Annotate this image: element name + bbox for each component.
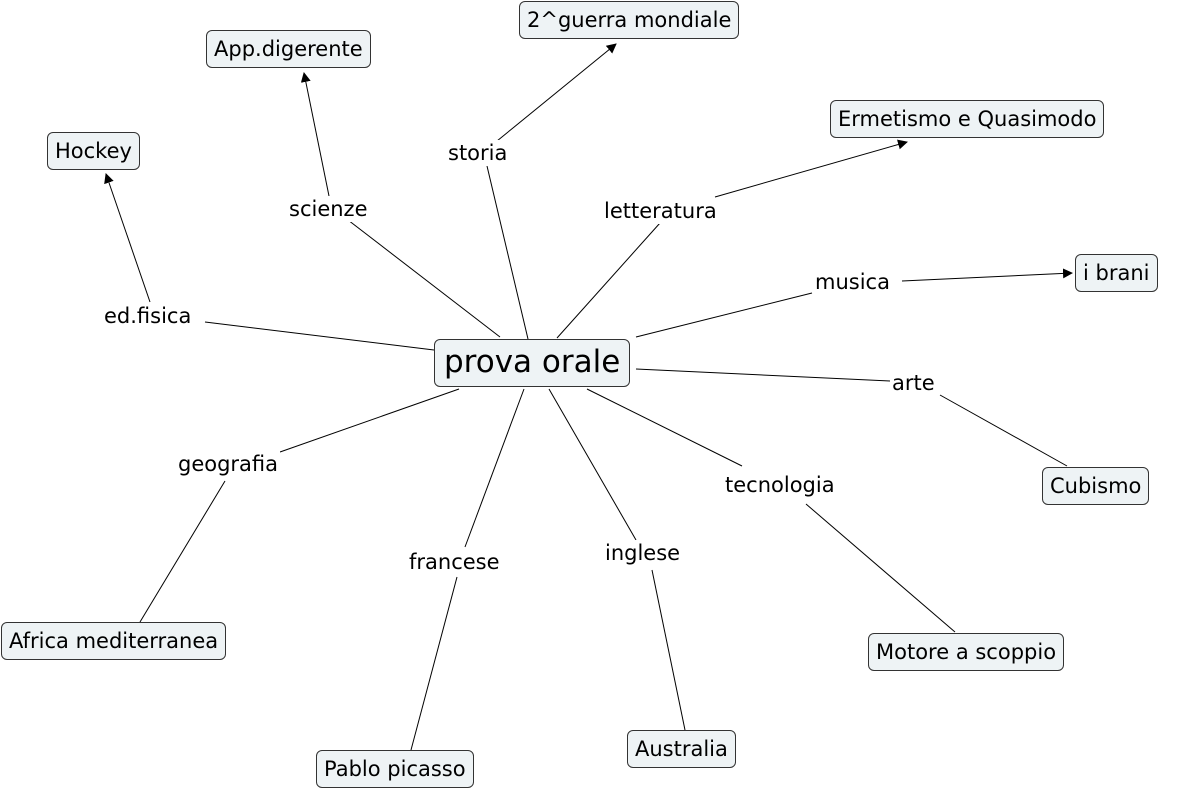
link-label-storia: storia (446, 140, 510, 166)
node-cubismo[interactable]: Cubismo (1042, 467, 1150, 505)
node-2guerra-mondiale[interactable]: 2^guerra mondiale (519, 1, 740, 39)
connector-line-storia (486, 165, 529, 340)
line-francese-picasso (410, 576, 458, 751)
arrow-scienze (300, 72, 330, 197)
connector-line-scienze (347, 219, 501, 338)
arrow-musica (901, 268, 1073, 282)
link-label-geografia: geografia (176, 451, 281, 477)
node-motore-a-scoppio[interactable]: Motore a scoppio (868, 633, 1065, 671)
node-australia[interactable]: Australia (627, 730, 736, 768)
link-label-francese: francese (407, 549, 502, 575)
node-app-digerente[interactable]: App.digerente (206, 30, 371, 68)
link-label-musica: musica (813, 269, 892, 295)
arrow-storia (496, 43, 617, 142)
connector-line-inglese (548, 388, 637, 541)
connector-line-geografia (279, 388, 460, 453)
line-tecnologia-motore (805, 503, 956, 633)
link-label-arte: arte (890, 370, 937, 396)
line-geografia-africa (139, 480, 226, 623)
connector-line-letteratura (556, 222, 661, 339)
link-label-letteratura: letteratura (602, 198, 719, 224)
link-label-scienze: scienze (287, 196, 370, 222)
node-pablo-picasso[interactable]: Pablo picasso (316, 750, 474, 788)
connector-line-francese (464, 388, 525, 548)
connector-line-edfisica (204, 321, 435, 351)
node-africa-mediterranea[interactable]: Africa mediterranea (1, 622, 227, 660)
arrow-edfisica (104, 173, 151, 303)
line-inglese-australia (651, 569, 686, 731)
node-i-brani[interactable]: i brani (1075, 254, 1158, 292)
center-node[interactable]: prova orale (434, 339, 631, 387)
arrow-letteratura (714, 139, 908, 198)
link-label-inglese: inglese (603, 540, 683, 566)
node-ermetismo-quasimodo[interactable]: Ermetismo e Quasimodo (830, 100, 1105, 138)
link-label-tecnologia: tecnologia (723, 472, 837, 498)
connector-line-tecnologia (586, 388, 743, 467)
connector-line-arte (635, 368, 891, 382)
node-hockey[interactable]: Hockey (47, 132, 140, 170)
link-label-edfisica: ed.fisica (102, 303, 194, 329)
connector-line-musica (635, 292, 813, 338)
line-arte-cubismo (939, 394, 1068, 467)
